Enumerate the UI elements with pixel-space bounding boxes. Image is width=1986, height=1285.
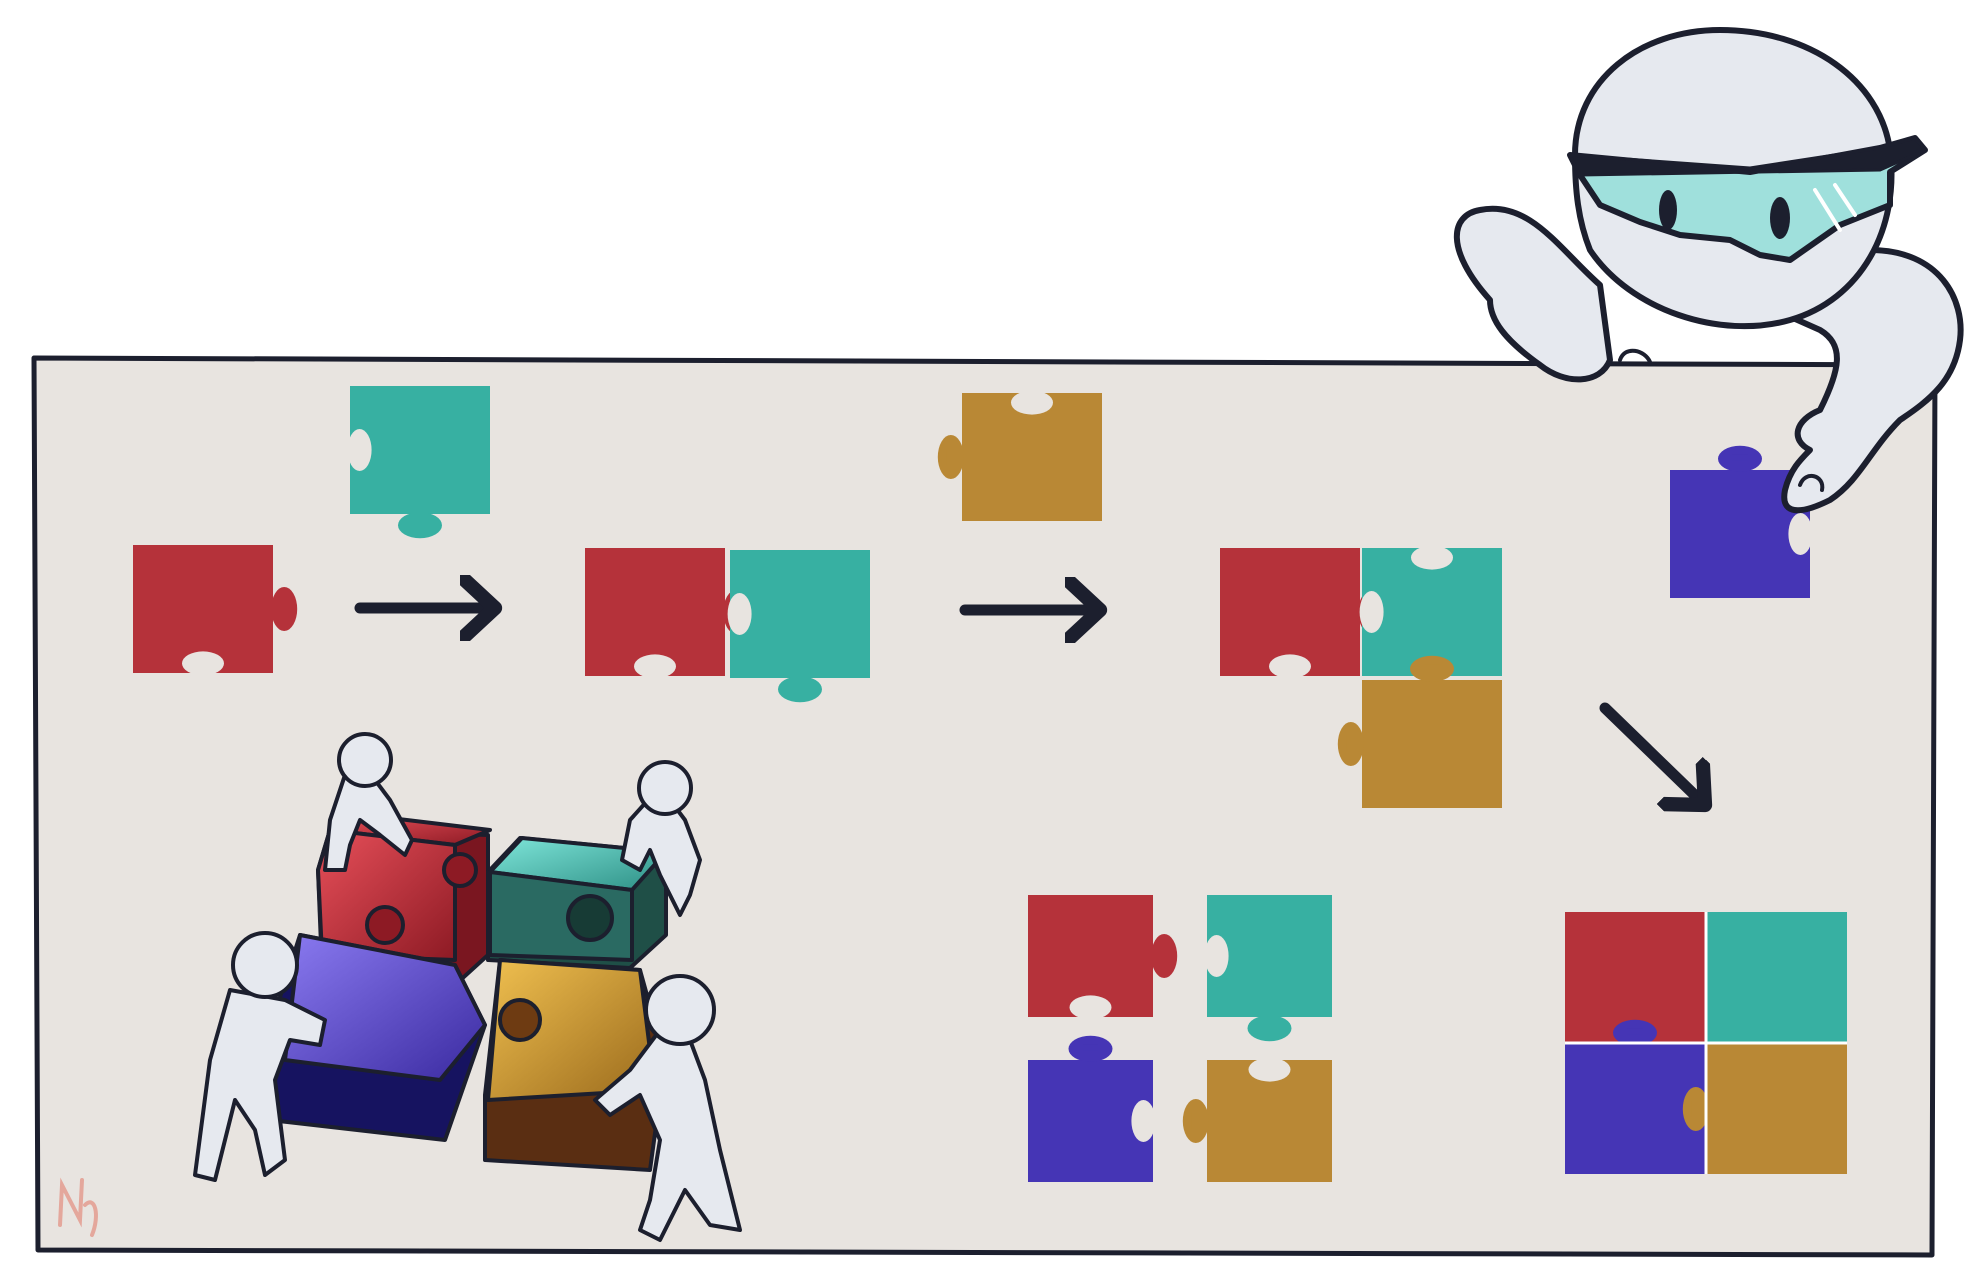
gold-puzzle-piece	[1182, 1057, 1332, 1182]
purple-puzzle-piece	[1028, 1035, 1156, 1182]
red-puzzle-piece	[1220, 548, 1385, 679]
teal-puzzle-piece	[1359, 545, 1502, 676]
gold-puzzle-piece	[1682, 1044, 1847, 1174]
purple-puzzle-piece	[1565, 1019, 1705, 1174]
people-assembling-puzzle	[193, 732, 742, 1242]
worker-figure	[620, 760, 702, 917]
gold-puzzle-piece	[937, 390, 1102, 521]
3d-gold-piece	[483, 958, 667, 1172]
3d-teal-piece	[486, 836, 668, 970]
arrows	[354, 608, 1705, 805]
worker-figure	[193, 931, 327, 1182]
worker-figure	[593, 974, 742, 1242]
red-puzzle-piece	[585, 548, 750, 679]
teal-puzzle-piece	[727, 550, 870, 703]
red-puzzle-piece	[1028, 895, 1178, 1020]
arrow-icon	[1599, 702, 1705, 805]
3d-purple-piece	[253, 933, 487, 1142]
teal-puzzle-piece	[1204, 895, 1332, 1042]
worker-figure	[323, 732, 414, 872]
red-puzzle-piece	[133, 545, 298, 676]
teal-puzzle-piece	[347, 386, 490, 539]
gold-puzzle-piece	[1337, 655, 1502, 808]
assembled-seams	[1565, 912, 1847, 1174]
artist-signature	[58, 1177, 98, 1237]
scientist-figure	[1453, 27, 1964, 514]
